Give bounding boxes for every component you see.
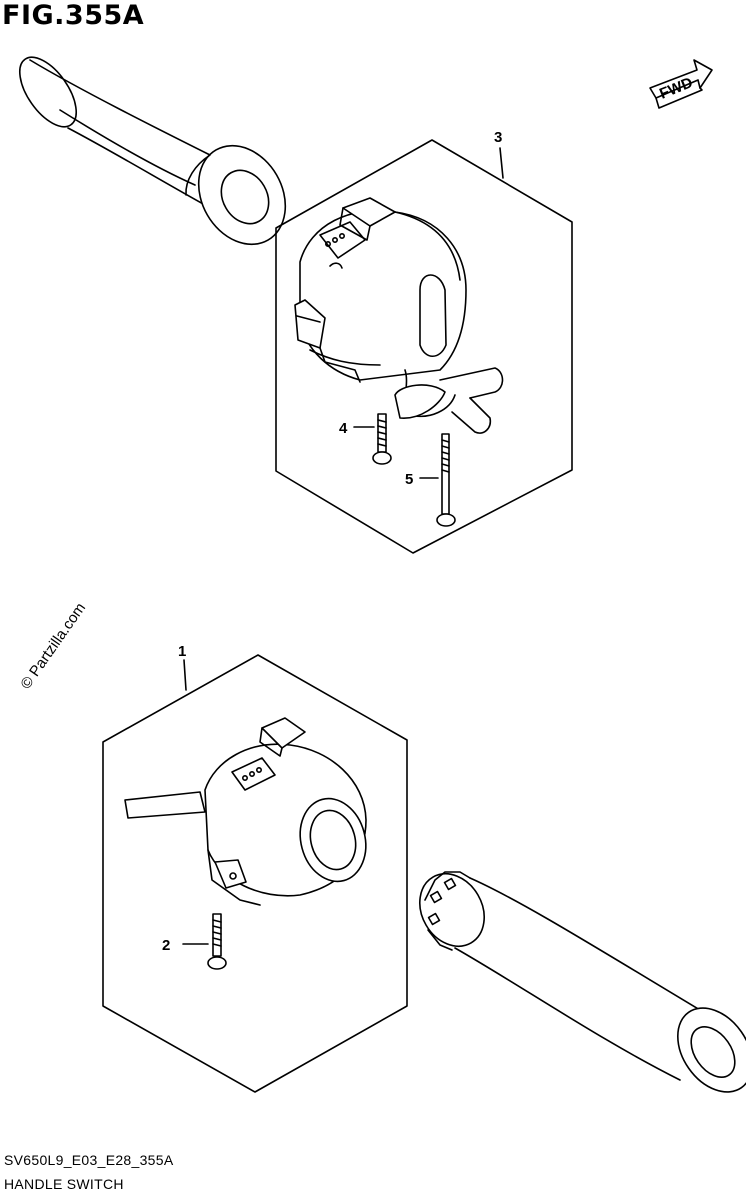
callout-1-frame: 1 — [102, 643, 408, 1093]
right-handle-switch-drawing — [294, 197, 504, 434]
callout-5-label: 5 — [405, 471, 413, 488]
fwd-arrow-icon: FWD — [649, 59, 713, 109]
watermark-text: © Partzilla.com — [17, 600, 89, 693]
left-handle-switch-drawing — [124, 717, 367, 906]
figure-code: SV650L9_E03_E28_355A — [4, 1152, 174, 1168]
callout-4-label: 4 — [339, 420, 348, 437]
callout-3-frame: 3 — [275, 129, 573, 554]
screw-4-drawing: 4 — [339, 413, 392, 465]
callout-3-label: 3 — [494, 129, 502, 146]
fwd-label: FWD — [657, 74, 695, 103]
callout-2-label: 2 — [162, 937, 170, 954]
screw-2-drawing: 2 — [162, 913, 227, 970]
screw-5-drawing: 5 — [405, 433, 456, 527]
left-grip-drawing — [19, 56, 287, 246]
figure-title: FIG.355A — [2, 0, 145, 31]
throttle-grip-drawing — [419, 871, 746, 1093]
callout-1-label: 1 — [178, 643, 186, 660]
figure-name: HANDLE SWITCH — [4, 1176, 124, 1192]
